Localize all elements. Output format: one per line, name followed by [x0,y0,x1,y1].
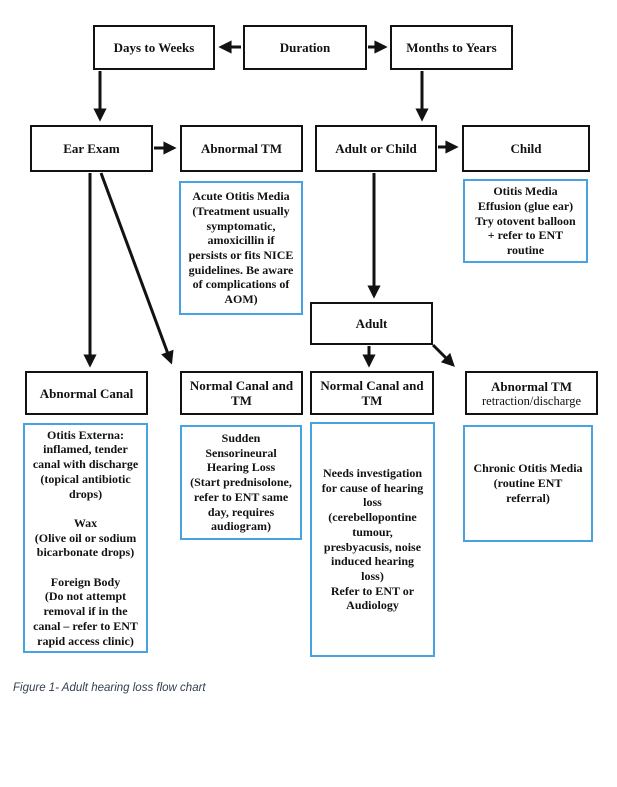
info-chronic-otitis-media: Chronic Otitis Media (routine ENT referr… [463,425,593,542]
node-days-to-weeks: Days to Weeks [93,25,215,70]
node-normal-canal-tm-left: Normal Canal and TM [180,371,303,415]
node-abnormal-tm-retraction-sub: retraction/discharge [481,393,582,408]
node-duration: Duration [243,25,367,70]
node-adult: Adult [310,302,433,345]
node-child: Child [462,125,590,172]
info-otitis-externa: Otitis Externa: inflamed, tender canal w… [23,423,148,653]
info-acute-otitis-media: Acute Otitis Media (Treatment usually sy… [179,181,303,315]
node-abnormal-canal: Abnormal Canal [25,371,148,415]
node-ear-exam: Ear Exam [30,125,153,172]
arrow-adult-to-abnormal-tm-retraction [431,343,455,367]
node-abnormal-tm-retraction: Abnormal TM retraction/discharge [465,371,598,415]
info-otitis-media-effusion: Otitis Media Effusion (glue ear) Try oto… [463,179,588,263]
node-abnormal-tm: Abnormal TM [180,125,303,172]
node-adult-or-child: Adult or Child [315,125,437,172]
info-needs-investigation: Needs investigation for cause of hearing… [310,422,435,657]
node-months-to-years: Months to Years [390,25,513,70]
arrow-ear-exam-to-normal-canal-tm [99,172,174,365]
node-abnormal-tm-retraction-title: Abnormal TM [490,378,572,394]
figure-caption: Figure 1- Adult hearing loss flow chart [13,682,206,694]
info-sudden-sensorineural: Sudden Sensorineural Hearing Loss (Start… [180,425,302,540]
node-normal-canal-tm-right: Normal Canal and TM [310,371,434,415]
